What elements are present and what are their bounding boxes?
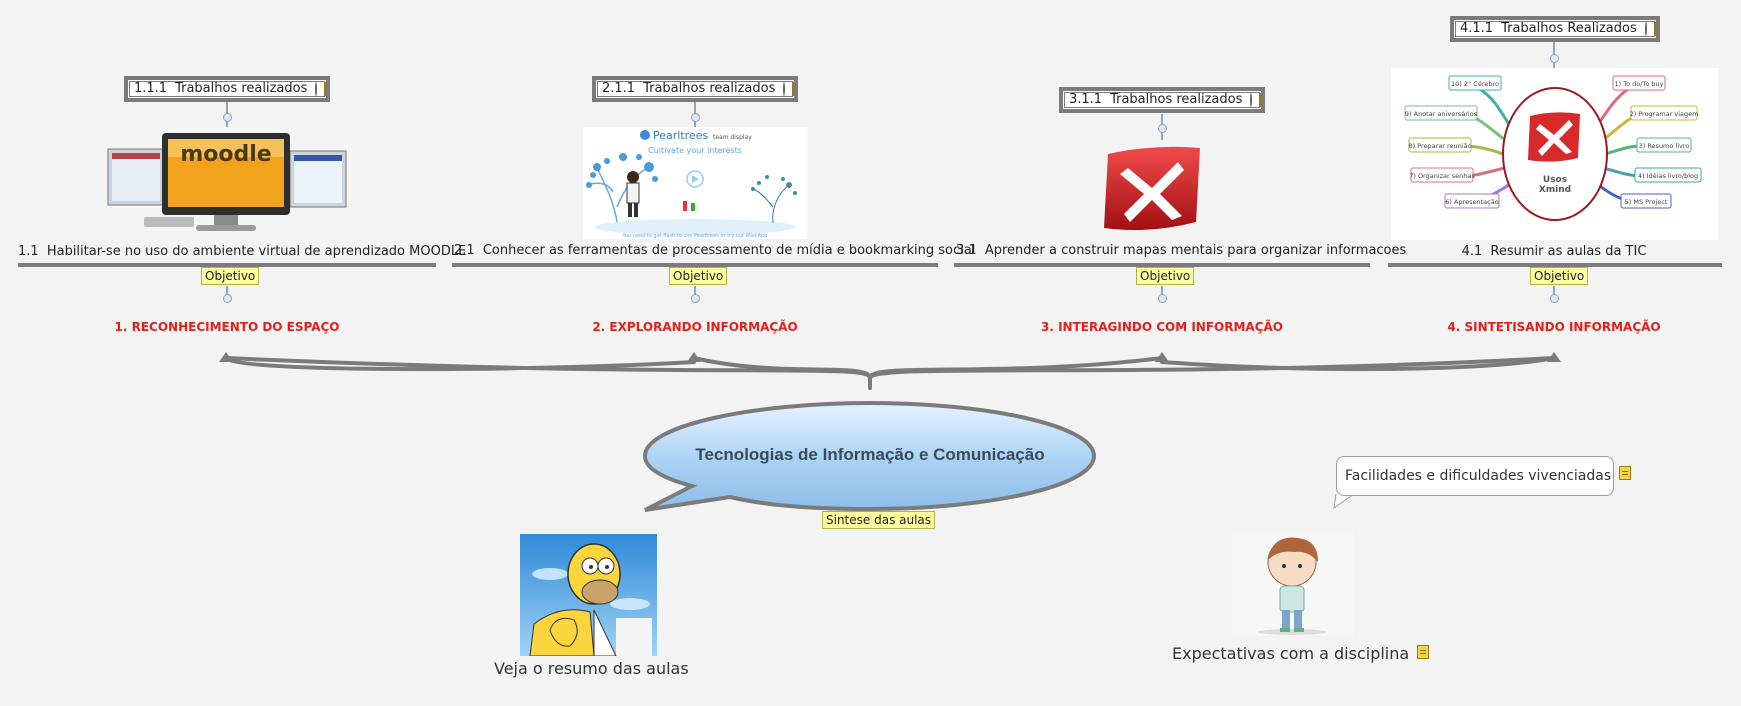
note-icon[interactable]	[1618, 466, 1631, 480]
boy-topic[interactable]: Expectativas com a disciplina	[1172, 644, 1430, 663]
main-branch-3[interactable]: 3. INTERAGINDO COM INFORMAÇÃO	[1030, 320, 1294, 334]
subtopic-text-4: Resumir as aulas da TIC	[1490, 244, 1647, 259]
boy-caption: Expectativas com a disciplina	[1172, 644, 1410, 663]
moodle-logo-text: moodle	[180, 142, 271, 167]
subtopic-underline	[18, 263, 436, 267]
xmind-center-line-1: Usos	[1543, 175, 1567, 185]
collapse-toggle[interactable]	[223, 113, 232, 122]
objective-label-3: Objetivo	[1136, 267, 1195, 285]
subtopic-underline	[452, 263, 938, 267]
xmind-item-left-3: 8) Preparar reunião	[1408, 142, 1471, 150]
work-topic-2[interactable]: 2.1.1 Trabalhos realizados	[592, 76, 798, 102]
subtopic-text-1: Habilitar-se no uso do ambiente virtual …	[46, 244, 467, 259]
work-topic-3[interactable]: 3.1.1 Trabalhos realizados	[1059, 87, 1265, 113]
branch-number-2: 2.	[592, 320, 606, 334]
xmind-center-line-2: Xmind	[1539, 185, 1571, 195]
objective-label-1: Objetivo	[201, 267, 260, 285]
pearltrees-tagline: Cultivate your interests	[648, 146, 742, 155]
work-topic-4[interactable]: 4.1.1 Trabalhos Realizados	[1450, 16, 1660, 42]
objective-label-2: Objetivo	[669, 267, 728, 285]
branch-title-1: RECONHECIMENTO DO ESPAÇO	[131, 320, 340, 334]
collapse-toggle[interactable]	[691, 294, 700, 303]
main-branch-1[interactable]: 1. RECONHECIMENTO DO ESPAÇO	[100, 320, 354, 334]
subtopic-number-1: 1.1	[18, 244, 39, 259]
note-icon[interactable]	[792, 82, 795, 96]
globe-icon[interactable]	[1250, 93, 1253, 107]
xmind-item-left-5: 6) Apresentação	[1445, 198, 1498, 206]
subtopic-text-3: Aprender a construir mapas mentais para …	[984, 243, 1407, 258]
pearltrees-brand: Pearltrees	[653, 129, 708, 142]
callout-tail	[1333, 494, 1355, 510]
main-branch-4[interactable]: 4. SINTETISANDO INFORMAÇÃO	[1430, 320, 1678, 334]
subtopic-number-3: 3.1	[956, 243, 977, 258]
note-icon[interactable]	[324, 82, 327, 96]
xmind-item-right-4: 4) Idéias livro/blog	[1638, 172, 1698, 180]
collapse-toggle[interactable]	[1158, 294, 1167, 303]
work-text-4: Trabalhos Realizados	[1501, 21, 1637, 36]
collapse-toggle[interactable]	[1158, 124, 1167, 133]
note-icon[interactable]	[1653, 22, 1656, 36]
xmind-item-left-4: 7) Organizar senhas	[1409, 172, 1475, 180]
xmind-item-right-2: 2) Programar viagem	[1630, 110, 1699, 118]
subtopic-underline	[954, 263, 1370, 267]
central-topic[interactable]: Tecnologias de Informação e Comunicação	[686, 445, 1054, 465]
globe-icon[interactable]	[783, 82, 786, 96]
work-number-1: 1.1.1	[134, 81, 168, 96]
note-icon[interactable]	[1259, 93, 1262, 107]
subtopic-2[interactable]: 2.1 Conhecer as ferramentas de processam…	[454, 243, 975, 258]
subtopic-number-2: 2.1	[454, 243, 475, 258]
central-title-text: Tecnologias de Informação e Comunicação	[695, 445, 1045, 464]
subtopic-1[interactable]: 1.1 Habilitar-se no uso do ambiente virt…	[18, 244, 466, 259]
globe-icon[interactable]	[315, 82, 318, 96]
collapse-toggle[interactable]	[223, 294, 232, 303]
xmind-uses-map-image: Usos Xmind 10) 2° Cérebro 9) Anotar aniv…	[1391, 68, 1718, 240]
xmind-item-right-1: 1) To do/To buy	[1615, 80, 1664, 88]
callout-topic[interactable]: Facilidades e dificuldades vivenciadas	[1336, 456, 1631, 496]
xmind-item-right-5: 5) MS Project	[1625, 198, 1668, 206]
branch-title-2: EXPLORANDO INFORMAÇÃO	[609, 320, 798, 334]
branch-number-3: 3.	[1040, 320, 1054, 334]
note-icon[interactable]	[1417, 645, 1430, 659]
arrow-heads	[219, 352, 1561, 362]
homer-caption[interactable]: Veja o resumo das aulas	[494, 659, 689, 678]
subtopic-3[interactable]: 3.1 Aprender a construir mapas mentais p…	[956, 243, 1406, 258]
callout-text: Facilidades e dificuldades vivenciadas	[1345, 468, 1612, 484]
globe-icon[interactable]	[1644, 22, 1647, 36]
moodle-computers-image: moodle	[104, 127, 350, 239]
subtopic-text-2: Conhecer as ferramentas de processamento…	[482, 243, 976, 258]
pearltrees-brand-tag: team display	[713, 134, 752, 141]
subtopic-4[interactable]: 4.1 Resumir as aulas da TIC	[1390, 244, 1718, 259]
work-text-1: Trabalhos realizados	[175, 81, 308, 96]
work-number-4: 4.1.1	[1460, 21, 1494, 36]
pearltrees-image: Pearltrees team display Cultivate your i…	[583, 127, 807, 239]
xmind-logo-image	[1100, 144, 1206, 234]
subtopic-underline	[1388, 263, 1722, 267]
xmind-item-right-3: 3) Resumo livro	[1639, 142, 1690, 150]
work-number-2: 2.1.1	[602, 81, 636, 96]
branch-connectors	[224, 356, 1556, 390]
xmind-item-left-1: 10) 2° Cérebro	[1451, 80, 1499, 88]
collapse-toggle[interactable]	[1550, 294, 1559, 303]
work-topic-1[interactable]: 1.1.1 Trabalhos realizados	[124, 76, 330, 102]
work-text-3: Trabalhos realizados	[1110, 92, 1243, 107]
branch-number-1: 1.	[114, 320, 128, 334]
branch-title-3: INTERAGINDO COM INFORMAÇÃO	[1058, 320, 1284, 334]
branch-title-4: SINTETISANDO INFORMAÇÃO	[1464, 320, 1661, 334]
xmind-item-left-2: 9) Anotar aniversários	[1405, 110, 1478, 118]
main-branch-2[interactable]: 2. EXPLORANDO INFORMAÇÃO	[560, 320, 830, 334]
central-label: Sintese das aulas	[822, 511, 936, 529]
branch-number-4: 4.	[1447, 320, 1461, 334]
work-number-3: 3.1.1	[1069, 92, 1103, 107]
work-text-2: Trabalhos realizados	[643, 81, 776, 96]
homer-image	[520, 534, 657, 656]
collapse-toggle[interactable]	[691, 113, 700, 122]
central-bubble	[642, 400, 1097, 512]
boy-image	[1232, 532, 1353, 636]
collapse-toggle[interactable]	[1550, 54, 1559, 63]
subtopic-number-4: 4.1	[1461, 244, 1483, 259]
pearltrees-footer: You need to get flash to use Pearltrees …	[622, 233, 768, 239]
objective-label-4: Objetivo	[1530, 267, 1589, 285]
